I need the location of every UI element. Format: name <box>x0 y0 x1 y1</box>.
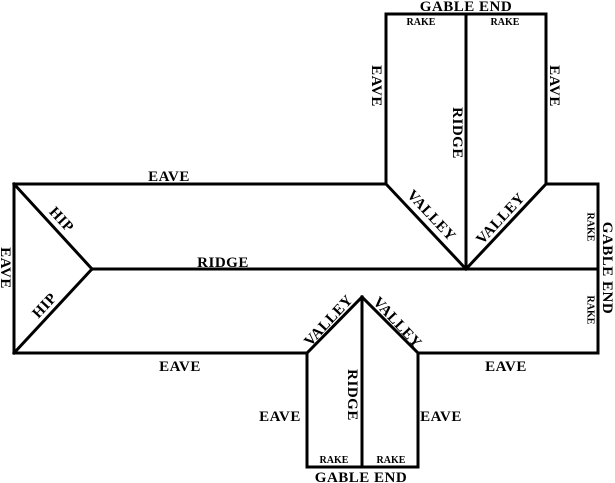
label-eave-main-bottom-right: EAVE <box>485 359 527 375</box>
label-rake-bottom-left: RAKE <box>320 455 349 466</box>
label-rake-top-right: RAKE <box>491 17 520 28</box>
label-eave-left-end: EAVE <box>0 247 13 289</box>
valley-line-upper-right <box>463 181 549 272</box>
label-eave-upper-wing-right: EAVE <box>546 65 562 107</box>
label-rake-right-upper: RAKE <box>585 213 596 242</box>
label-valley-upper-left: VALLEY <box>403 187 458 244</box>
valley-line-lower-right <box>359 294 421 356</box>
label-valley-lower-left: VALLEY <box>301 292 356 349</box>
label-rake-right-lower: RAKE <box>585 296 596 325</box>
label-ridge-main: RIDGE <box>197 255 249 271</box>
label-eave-lower-wing-left: EAVE <box>259 409 301 425</box>
label-valley-lower-right: VALLEY <box>369 294 424 351</box>
label-eave-lower-wing-right: EAVE <box>420 409 462 425</box>
label-hip-upper: HIP <box>46 204 77 236</box>
label-eave-upper-wing-left: EAVE <box>368 65 384 107</box>
label-valley-upper-right: VALLEY <box>473 190 528 247</box>
valley-line-upper-left <box>383 181 469 272</box>
label-ridge-lower-wing: RIDGE <box>344 369 360 421</box>
label-rake-top-left: RAKE <box>407 17 436 28</box>
valley-line-lower-left <box>304 294 365 356</box>
label-gable-end-top: GABLE END <box>420 0 512 15</box>
label-eave-main-top: EAVE <box>148 169 190 185</box>
label-rake-bottom-right: RAKE <box>377 455 406 466</box>
label-gable-end-right: GABLE END <box>599 222 615 314</box>
hip-line-upper <box>11 181 95 272</box>
label-gable-end-bottom: GABLE END <box>315 470 407 483</box>
hip-line-lower <box>11 266 95 356</box>
label-ridge-upper-wing: RIDGE <box>449 107 465 159</box>
label-eave-main-bottom-left: EAVE <box>159 359 201 375</box>
label-hip-lower: HIP <box>30 290 61 322</box>
roof-perimeter <box>12 12 600 469</box>
